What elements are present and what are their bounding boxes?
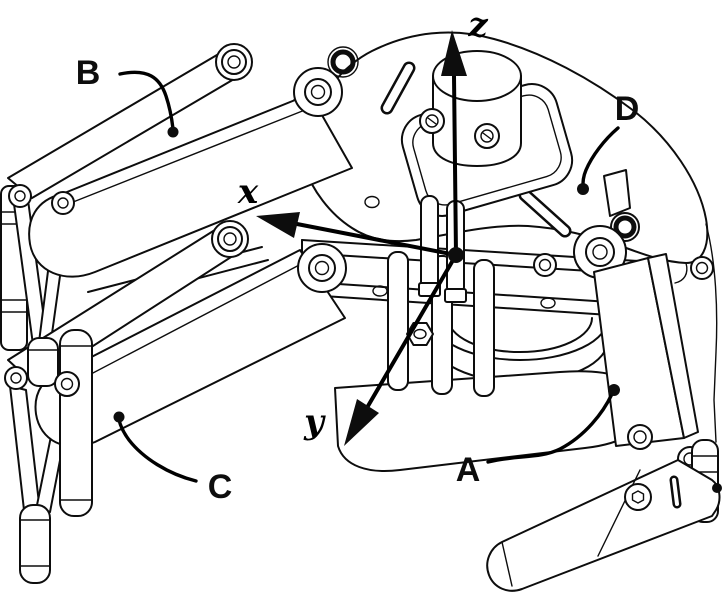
plate-far-right-pin [690, 256, 714, 280]
finger-a [486, 225, 722, 592]
axis-x [256, 212, 458, 257]
part-label-b: B [76, 54, 101, 92]
finger-c-pins [217, 226, 336, 282]
collar-screw-2 [474, 123, 500, 149]
leader-c [113, 411, 198, 483]
finger-b [7, 43, 353, 278]
part-label-d: D [615, 90, 640, 128]
bearing-ring-inner [330, 49, 356, 75]
finger-b-arm [28, 93, 353, 278]
part-label-a: A [456, 451, 481, 489]
fingertip-pad [486, 459, 721, 592]
hole-1 [364, 195, 380, 209]
deck-screw [533, 253, 557, 277]
finger-a-side-dot [712, 483, 722, 493]
plate-edge-thickness [705, 223, 718, 443]
left-cylinders [4, 184, 93, 584]
standoff-posts [387, 251, 495, 397]
axes-origin-dot [448, 247, 464, 263]
plate-inner-curve [674, 262, 688, 284]
axis-label-x: x [237, 172, 259, 212]
bottom-cylinder [19, 504, 51, 584]
axis-y [344, 253, 458, 446]
mid-cylinder [27, 337, 59, 387]
plate-slot-2 [518, 188, 572, 238]
leader-a [486, 384, 620, 464]
left-hinge-stack [0, 185, 75, 513]
hole-2 [372, 285, 388, 297]
finger-a-pivot-pin [585, 237, 615, 267]
axis-label-y: y [303, 402, 326, 442]
long-cylinder [59, 329, 93, 517]
plate-slot-1 [380, 61, 416, 115]
axis-label-z: z [467, 5, 488, 45]
bearing-ring [327, 46, 359, 78]
finger-b-arm-bevel [57, 105, 316, 209]
leader-b [118, 70, 179, 138]
finger-a-arm-outer [647, 253, 699, 439]
part-label-c: C [208, 468, 233, 506]
plate-tab [603, 169, 631, 217]
collar-screw-1 [419, 108, 445, 134]
finger-c-arm-edge [69, 261, 306, 386]
finger-b-pins [221, 49, 332, 106]
left-hinge-pins [4, 184, 80, 397]
hole-3 [540, 297, 556, 309]
axis-z [441, 30, 467, 257]
leader-d [577, 126, 620, 195]
